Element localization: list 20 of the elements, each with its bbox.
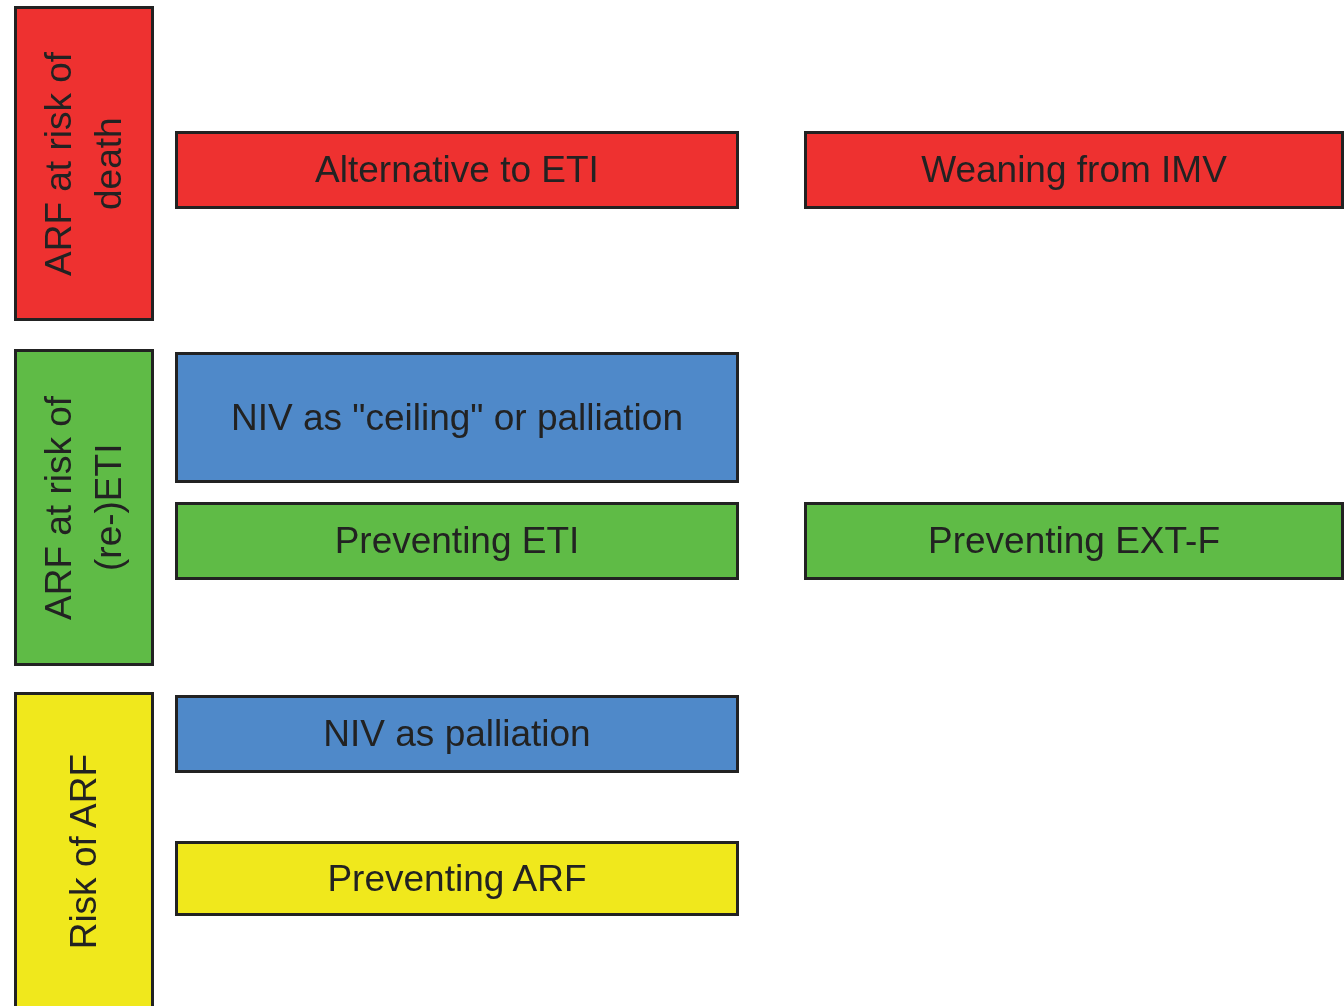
indication-box (175, 841, 739, 916)
indication-box (175, 131, 739, 209)
category-title: ARF at risk of (re-)ETI (37, 394, 130, 622)
indication-box (175, 695, 739, 773)
indication-box (175, 502, 739, 580)
category-band (14, 692, 154, 1006)
indication-label: Alternative to ETI (314, 148, 600, 193)
indication-label: Preventing ARF (326, 856, 588, 901)
indication-label: Weaning from IMV (920, 148, 1228, 193)
indication-box (175, 352, 739, 483)
category-band (14, 6, 154, 321)
indication-label: NIV as palliation (322, 712, 592, 757)
category-band (14, 349, 154, 666)
indication-label: Preventing EXT-F (927, 519, 1221, 564)
category-title: ARF at risk of death (37, 50, 130, 278)
indication-label: Preventing ETI (333, 519, 581, 564)
category-title: Risk of ARF (62, 753, 106, 952)
indication-box (804, 502, 1344, 580)
indication-label: NIV as "ceiling" or palliation (230, 395, 684, 440)
indication-box (804, 131, 1344, 209)
